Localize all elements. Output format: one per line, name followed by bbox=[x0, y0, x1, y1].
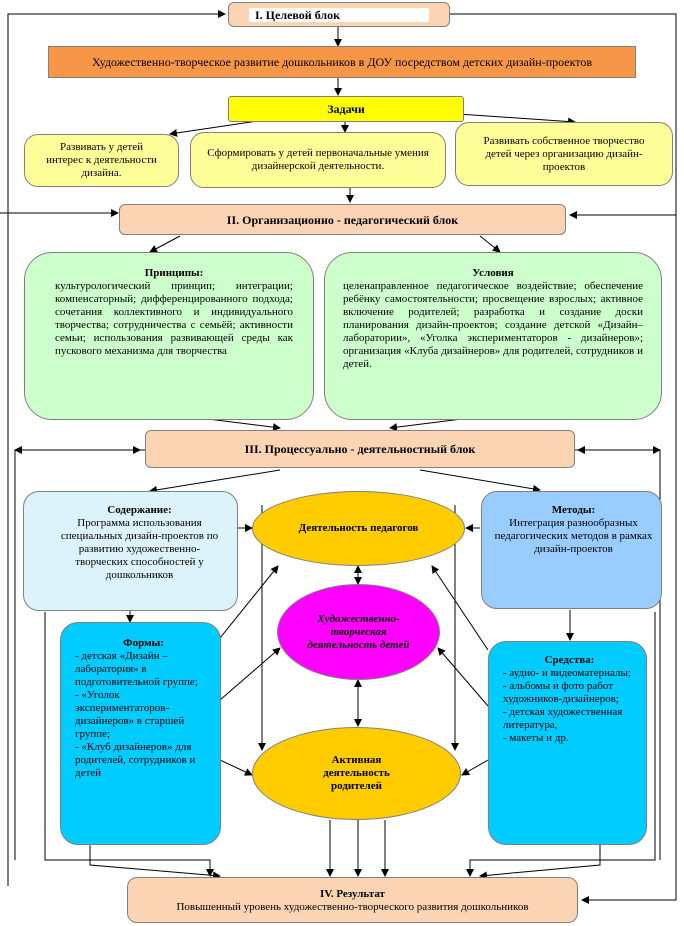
means-item: - макеты и др. bbox=[503, 732, 569, 744]
children-text: Художественно-творческая деятельность де… bbox=[307, 612, 410, 651]
means-item: - детская художественная литература, bbox=[503, 706, 623, 731]
forms-item: - детская «Дизайн – лаборатория» в подго… bbox=[75, 650, 198, 688]
conditions-title: Условия bbox=[472, 267, 514, 279]
teachers-text: Деятельность педагогов bbox=[298, 522, 419, 534]
content-box: Содержание: Программа использования спец… bbox=[23, 491, 238, 611]
tasks-title-box: Задачи bbox=[228, 96, 464, 122]
result-box: IV. Результат Повышенный уровень художес… bbox=[127, 877, 578, 923]
means-list: - аудио- и видеоматериалы; - альбомы и ф… bbox=[503, 667, 636, 745]
content-text: Программа использования специальных диза… bbox=[60, 517, 219, 581]
result-title: IV. Результат bbox=[320, 888, 385, 900]
task-1-text: Развивать у детей интерес к деятельности… bbox=[46, 141, 157, 179]
means-title: Средства: bbox=[544, 654, 595, 666]
block1-title: I. Целевой блок bbox=[228, 2, 450, 27]
means-item: - альбомы и фото работ художников-дизайн… bbox=[503, 680, 619, 705]
block2-title-text: II. Организационно - педагогический блок bbox=[226, 212, 459, 227]
task-2-text: Сформировать у детей первоначальные умен… bbox=[207, 147, 429, 172]
forms-list: - детская «Дизайн – лаборатория» в подго… bbox=[75, 650, 212, 780]
conditions-text: целенаправленное педагогическое воздейст… bbox=[343, 280, 643, 370]
task-1-box: Развивать у детей интерес к деятельности… bbox=[24, 134, 179, 187]
task-3-box: Развивать собственное творчество детей ч… bbox=[455, 122, 673, 186]
goal-text: Художественно-творческое развитие дошкол… bbox=[91, 55, 593, 69]
result-text: Повышенный уровень художественно-творчес… bbox=[176, 901, 529, 913]
principles-box: Принципы: культурологический принцип; ин… bbox=[24, 252, 314, 420]
forms-box: Формы: - детская «Дизайн – лаборатория» … bbox=[60, 622, 221, 845]
tasks-title: Задачи bbox=[327, 102, 365, 116]
block2-title: II. Организационно - педагогический блок bbox=[119, 204, 566, 235]
principles-text: культурологический принцип; интеграции; … bbox=[55, 280, 293, 357]
methods-title: Методы: bbox=[551, 504, 596, 516]
block1-title-label: I. Целевой блок bbox=[249, 7, 429, 22]
goal-box: Художественно-творческое развитие дошкол… bbox=[48, 46, 636, 78]
forms-title: Формы: bbox=[123, 637, 164, 649]
block3-title-text: III. Процессуально - деятельностный блок bbox=[244, 442, 476, 456]
methods-box: Методы: Интеграция разнообразных педагог… bbox=[481, 491, 662, 609]
teachers-ellipse: Деятельность педагогов bbox=[252, 491, 465, 566]
methods-text: Интеграция разнообразных педагогических … bbox=[494, 517, 653, 555]
conditions-box: Условия целенаправленное педагогическое … bbox=[324, 252, 662, 420]
means-box: Средства: - аудио- и видеоматериалы; - а… bbox=[488, 641, 647, 845]
task-2-box: Сформировать у детей первоначальные умен… bbox=[190, 132, 446, 188]
content-title: Содержание: bbox=[107, 504, 172, 516]
means-item: - аудио- и видеоматериалы; bbox=[503, 667, 631, 679]
children-ellipse: Художественно-творческая деятельность де… bbox=[277, 584, 440, 680]
parents-ellipse: Активная деятельность родителей bbox=[252, 727, 461, 820]
principles-title: Принципы: bbox=[144, 267, 204, 279]
parents-text: Активная деятельность родителей bbox=[323, 754, 390, 792]
task-3-text: Развивать собственное творчество детей ч… bbox=[483, 134, 645, 173]
forms-item: - «Клуб дизайнеров» для родителей, сотру… bbox=[75, 741, 196, 779]
forms-item: - «Уголок экспериментаторов-дизайнеров» … bbox=[75, 689, 185, 740]
block3-title: III. Процессуально - деятельностный блок bbox=[145, 430, 575, 468]
